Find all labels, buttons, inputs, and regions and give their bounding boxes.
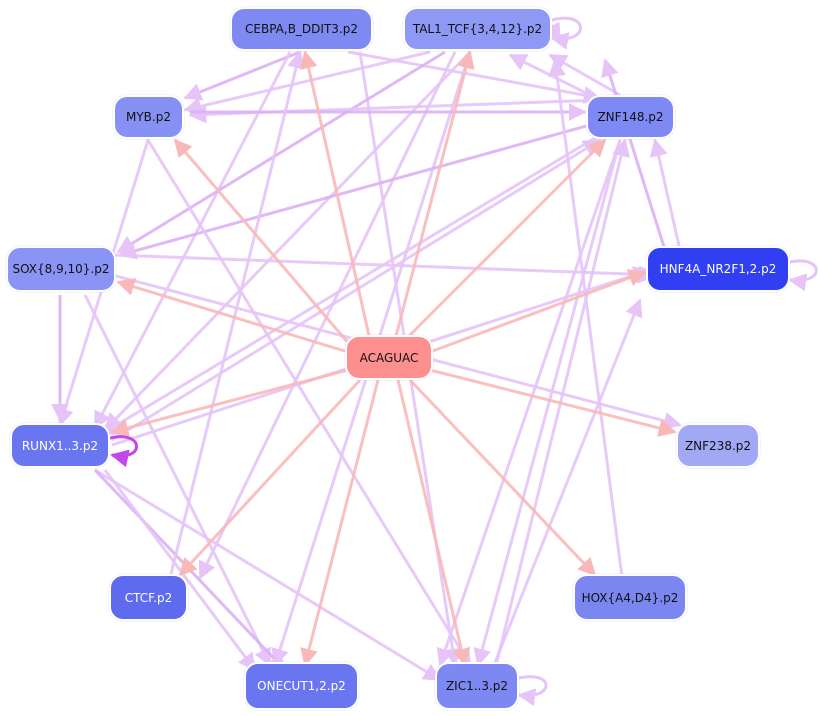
edge-tf bbox=[103, 50, 472, 432]
node-hnf4a[interactable]: HNF4A_NR2F1,2.p2 bbox=[646, 246, 790, 292]
edge-tf bbox=[146, 139, 472, 667]
node-onecut[interactable]: ONECUT1,2.p2 bbox=[244, 662, 359, 710]
edge-tf bbox=[111, 253, 657, 284]
node-znf238[interactable]: ZNF238.p2 bbox=[676, 423, 760, 468]
edge-center bbox=[116, 278, 349, 354]
edge-center bbox=[429, 368, 677, 437]
node-sox[interactable]: SOX{8,9,10}.p2 bbox=[6, 246, 116, 292]
edge-center bbox=[110, 368, 349, 437]
self-loop-zic1 bbox=[517, 675, 548, 707]
node-acaguac[interactable]: ACAGUAC bbox=[345, 335, 433, 380]
edge-center bbox=[173, 138, 352, 346]
edge-center bbox=[178, 378, 362, 577]
edge-tf bbox=[83, 294, 272, 667]
edge-tf bbox=[649, 138, 682, 251]
edge-tf bbox=[94, 468, 442, 682]
edge-tf bbox=[111, 138, 602, 442]
edge-tf bbox=[93, 51, 292, 430]
node-hox[interactable]: HOX{A4,D4}.p2 bbox=[573, 574, 687, 621]
edge-tf bbox=[347, 50, 602, 104]
edge-tf bbox=[103, 469, 257, 672]
edge-center bbox=[300, 379, 380, 667]
edge-tf bbox=[168, 50, 305, 579]
edge-center bbox=[429, 269, 647, 354]
node-myb[interactable]: MYB.p2 bbox=[113, 95, 184, 139]
edge-tf bbox=[98, 133, 601, 437]
node-zic1[interactable]: ZIC1..3.p2 bbox=[435, 662, 519, 710]
node-tal1[interactable]: TAL1_TCF{3,4,12}.p2 bbox=[403, 7, 552, 51]
edge-tf bbox=[488, 138, 630, 691]
self-loop-runx1 bbox=[109, 435, 138, 468]
node-label: CTCF.p2 bbox=[124, 590, 173, 605]
edge-center bbox=[396, 379, 471, 667]
node-label: ZIC1..3.p2 bbox=[445, 679, 509, 693]
node-cebpa[interactable]: CEBPA,B_DDIT3.p2 bbox=[230, 7, 373, 51]
node-label: ZNF238.p2 bbox=[684, 438, 752, 453]
edge-tf bbox=[118, 123, 591, 260]
node-label: HOX{A4,D4}.p2 bbox=[581, 590, 679, 605]
node-runx1[interactable]: RUNX1..3.p2 bbox=[10, 423, 110, 468]
node-label: ONECUT1,2.p2 bbox=[257, 679, 346, 693]
edge-tf bbox=[198, 51, 457, 580]
node-label: ZNF148.p2 bbox=[597, 110, 664, 124]
node-ctcf[interactable]: CTCF.p2 bbox=[109, 574, 188, 621]
self-loop-tal1 bbox=[550, 16, 582, 50]
self-loop-hnf4a bbox=[788, 259, 818, 292]
node-label: CEBPA,B_DDIT3.p2 bbox=[245, 22, 358, 36]
edge-tf bbox=[548, 58, 627, 601]
edge-center bbox=[393, 50, 475, 341]
edge-center bbox=[299, 50, 372, 341]
edge-tf bbox=[473, 139, 622, 667]
edge-tf bbox=[183, 50, 301, 101]
node-znf148[interactable]: ZNF148.p2 bbox=[586, 95, 675, 139]
edge-tf bbox=[183, 50, 431, 116]
edge-center bbox=[408, 378, 597, 577]
node-label: HNF4A_NR2F1,2.p2 bbox=[659, 262, 777, 276]
node-label: MYB.p2 bbox=[126, 110, 171, 124]
node-label: RUNX1..3.p2 bbox=[21, 438, 99, 453]
node-label: SOX{8,9,10}.p2 bbox=[12, 262, 110, 276]
node-label: ACAGUAC bbox=[359, 350, 419, 365]
edge-center bbox=[403, 138, 607, 342]
edge-tf bbox=[436, 139, 622, 667]
node-label: TAL1_TCF{3,4,12}.p2 bbox=[412, 22, 543, 36]
edge-tf bbox=[116, 50, 446, 254]
edge-tf bbox=[601, 58, 667, 251]
edge-layer bbox=[51, 16, 818, 707]
edge-tf bbox=[478, 298, 643, 701]
